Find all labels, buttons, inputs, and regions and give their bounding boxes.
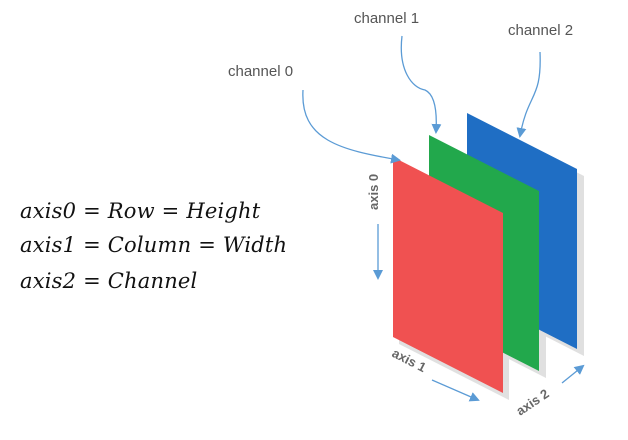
channel-1-label: channel 1 bbox=[354, 10, 419, 27]
axis2-equation: axis2 = Channel bbox=[20, 269, 198, 293]
channel-0-panel bbox=[393, 157, 503, 393]
channel-0-arrow bbox=[302, 89, 401, 164]
axis-0-label: axis 0 bbox=[366, 174, 381, 210]
axis-2-arrow bbox=[561, 364, 585, 384]
channel-2-arrow bbox=[516, 51, 541, 138]
channel-1-arrow bbox=[400, 35, 442, 134]
channel-0-label: channel 0 bbox=[228, 63, 293, 80]
axis1-equation: axis1 = Column = Width bbox=[20, 233, 288, 257]
axis0-equation: axis0 = Row = Height bbox=[20, 199, 261, 223]
axis-1-arrow bbox=[431, 379, 480, 402]
channel-2-label: channel 2 bbox=[508, 22, 573, 39]
axis-2-label: axis 2 bbox=[513, 386, 551, 419]
